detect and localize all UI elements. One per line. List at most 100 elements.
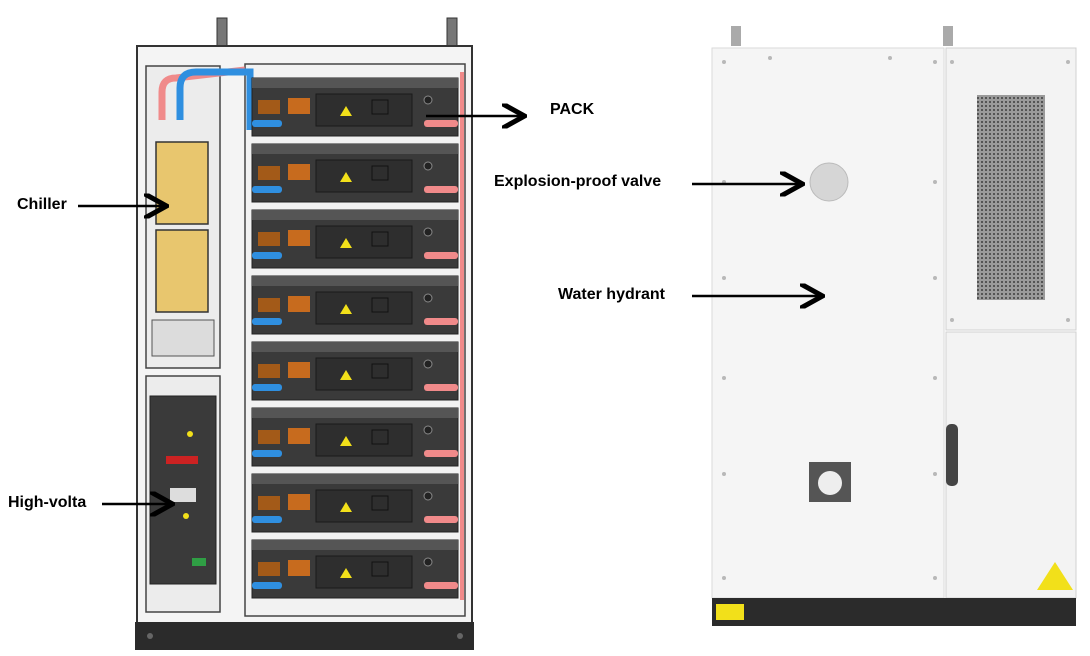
pack-window bbox=[371, 231, 389, 247]
pack-coolant-red bbox=[424, 582, 458, 589]
pack-terminal bbox=[423, 359, 433, 369]
battery-pack-lid bbox=[252, 144, 458, 154]
pack-connector bbox=[288, 164, 310, 180]
pack-terminal bbox=[423, 491, 433, 501]
battery-packs bbox=[251, 77, 459, 599]
lifting-eye-right bbox=[943, 26, 953, 46]
label-explosion-valve: Explosion-proof valve bbox=[494, 173, 662, 190]
chiller-panel bbox=[155, 141, 209, 225]
hv-switch bbox=[166, 456, 198, 464]
battery-pack-lid bbox=[252, 474, 458, 484]
base-label-plate bbox=[716, 604, 744, 620]
explosion-proof-valve bbox=[809, 162, 849, 202]
pack-coolant-blue bbox=[252, 252, 282, 259]
pack-connector bbox=[258, 298, 280, 312]
pack-terminal bbox=[423, 95, 433, 105]
pack-connector bbox=[288, 428, 310, 444]
battery-pack-lid bbox=[252, 540, 458, 550]
pack-connector bbox=[258, 430, 280, 444]
pack-coolant-blue bbox=[252, 186, 282, 193]
ventilation-grille bbox=[977, 95, 1045, 300]
panel-bolts bbox=[722, 56, 1070, 580]
hv-indicator bbox=[187, 431, 193, 437]
pack-face bbox=[315, 357, 413, 391]
cabinet-interior bbox=[135, 17, 474, 650]
pack-window bbox=[371, 99, 389, 115]
pack-coolant-red bbox=[424, 450, 458, 457]
label-high-voltage: High-volta bbox=[8, 494, 87, 511]
pack-window bbox=[371, 165, 389, 181]
pack-connector bbox=[288, 230, 310, 246]
pack-connector bbox=[258, 364, 280, 378]
pack-coolant-red bbox=[424, 186, 458, 193]
pack-connector bbox=[288, 98, 310, 114]
pack-window bbox=[371, 495, 389, 511]
hv-breaker bbox=[170, 488, 196, 502]
pack-connector bbox=[258, 166, 280, 180]
pack-connector bbox=[288, 362, 310, 378]
pack-connector bbox=[288, 296, 310, 312]
pack-coolant-red bbox=[424, 252, 458, 259]
battery-pack-lid bbox=[252, 78, 458, 88]
chiller-controls bbox=[151, 319, 215, 357]
pack-face bbox=[315, 93, 413, 127]
pack-coolant-blue bbox=[252, 450, 282, 457]
pack-window bbox=[371, 561, 389, 577]
lifting-eye-left bbox=[731, 26, 741, 46]
pack-terminal bbox=[423, 557, 433, 567]
chiller-panel bbox=[155, 229, 209, 313]
battery-pack-lid bbox=[252, 276, 458, 286]
water-hydrant-cap bbox=[818, 471, 842, 495]
pack-coolant-blue bbox=[252, 318, 282, 325]
pack-coolant-blue bbox=[252, 384, 282, 391]
lifting-eye-left bbox=[216, 17, 228, 49]
pack-warning-triangle bbox=[340, 436, 352, 446]
label-chiller: Chiller bbox=[17, 196, 67, 213]
pack-window bbox=[371, 429, 389, 445]
pack-warning-triangle bbox=[340, 304, 352, 314]
main-door bbox=[711, 47, 945, 599]
cabinet-exterior bbox=[711, 26, 1077, 626]
pipe-blue bbox=[176, 68, 254, 130]
pack-warning-triangle bbox=[340, 370, 352, 380]
pack-warning-triangle bbox=[340, 238, 352, 248]
pack-connector bbox=[258, 562, 280, 576]
pack-coolant-red bbox=[424, 516, 458, 523]
pack-face bbox=[315, 291, 413, 325]
battery-pack-lid bbox=[252, 408, 458, 418]
pack-terminal bbox=[423, 293, 433, 303]
exterior-base bbox=[712, 598, 1076, 626]
pack-coolant-blue bbox=[252, 516, 282, 523]
warning-triangle bbox=[1037, 562, 1073, 590]
pack-face bbox=[315, 225, 413, 259]
pack-connector bbox=[288, 494, 310, 510]
pack-connector bbox=[258, 496, 280, 510]
pack-warning-triangle bbox=[340, 502, 352, 512]
pack-connector bbox=[288, 560, 310, 576]
pack-coolant-blue bbox=[252, 582, 282, 589]
hv-terminal bbox=[192, 558, 206, 566]
label-pack: PACK bbox=[550, 101, 595, 118]
pack-face bbox=[315, 555, 413, 589]
pack-face bbox=[315, 423, 413, 457]
pack-terminal bbox=[423, 227, 433, 237]
pack-terminal bbox=[423, 161, 433, 171]
pack-connector bbox=[258, 100, 280, 114]
pack-coolant-red bbox=[424, 384, 458, 391]
pack-warning-triangle bbox=[340, 106, 352, 116]
pack-window bbox=[371, 297, 389, 313]
lifting-eye-right bbox=[446, 17, 458, 49]
pack-window bbox=[371, 363, 389, 379]
battery-pack-lid bbox=[252, 210, 458, 220]
cabinet-base bbox=[135, 622, 474, 650]
base-foot bbox=[147, 633, 153, 639]
side-panel-lower bbox=[945, 331, 1077, 599]
pack-coolant-red bbox=[424, 120, 458, 127]
pack-coolant-blue bbox=[252, 120, 282, 127]
pack-face bbox=[315, 159, 413, 193]
pipe-red bbox=[158, 66, 246, 120]
pack-terminal bbox=[423, 425, 433, 435]
pack-face bbox=[315, 489, 413, 523]
pack-coolant-red bbox=[424, 318, 458, 325]
